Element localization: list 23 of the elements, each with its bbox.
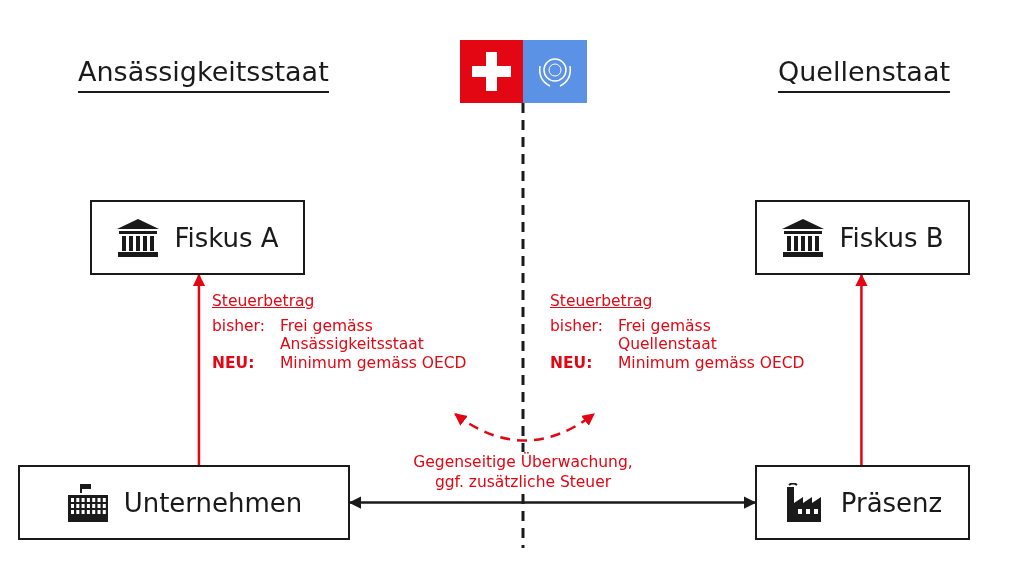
node-label: Unternehmen — [123, 487, 303, 518]
annotation-text: Minimum gemäss OECD — [280, 354, 468, 372]
entity-box — [18, 465, 350, 540]
node-label: Fiskus B — [839, 222, 944, 253]
annotation-text: Frei gemäss Quellenstaat — [618, 317, 718, 353]
row-label: NEU: — [550, 354, 594, 372]
node-label: Fiskus A — [174, 222, 279, 253]
row-label: bisher: — [212, 317, 266, 337]
row-label: NEU: — [212, 354, 256, 372]
annotation-heading: Steuerbetrag — [212, 292, 315, 310]
annotation-heading: Steuerbetrag — [550, 292, 653, 310]
heading: Quellenstaat — [778, 56, 951, 93]
arrow — [192, 273, 206, 465]
arrow — [855, 273, 868, 465]
entity-box — [755, 200, 970, 275]
entity-box — [755, 465, 970, 540]
node-label: Präsenz — [840, 487, 943, 518]
annotation-text: Minimum gemäss OECD — [618, 354, 806, 372]
entity-box — [90, 200, 305, 275]
heading: Ansässigkeitsstaat — [78, 56, 329, 93]
annotation-text: Frei gemäss Ansässigkeitsstaat — [280, 317, 425, 353]
dashed-arrow — [454, 412, 595, 442]
row-label: bisher: — [550, 317, 604, 337]
